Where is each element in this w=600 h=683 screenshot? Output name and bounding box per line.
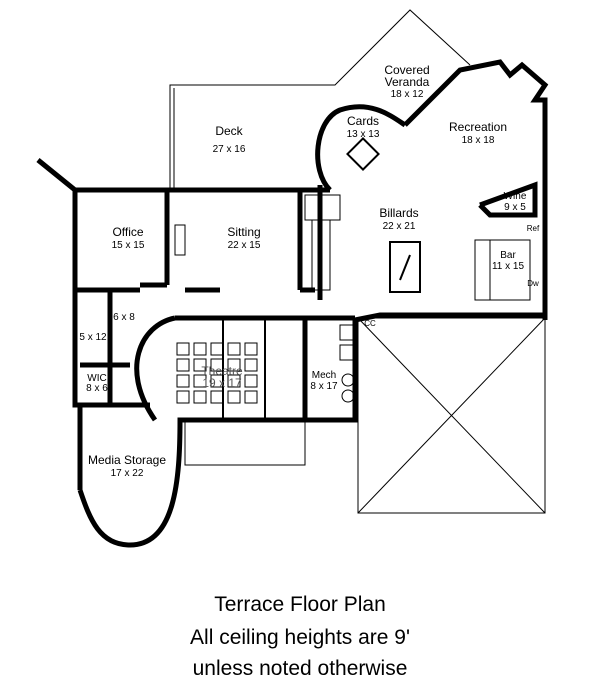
theatre-seat [193,390,207,404]
dw-label: Dw [527,279,539,288]
cards-name: Cards [347,114,379,128]
theatre-seat [176,358,190,372]
wic-name: WIC [87,373,106,384]
billards-name: Billards [379,206,418,220]
media-storage-name: Media Storage [88,453,166,467]
theatre-size: 19 x 17 [202,376,242,390]
theatre-seat [176,390,190,404]
wine-size: 9 x 5 [504,202,526,213]
theatre-seat [176,374,190,388]
card-table [346,137,380,171]
mech-size: 8 x 17 [310,381,338,392]
ref-label: Ref [527,224,540,233]
theatre-seat [210,342,224,356]
bath-size: 5 x 12 [79,332,107,343]
theatre-seat [176,342,190,356]
bar-name: Bar [500,250,516,261]
theatre-seat [244,374,258,388]
theatre-seat [193,358,207,372]
cc-label: CC [364,319,376,328]
theatre-seat [244,342,258,356]
theatre-seat [227,390,241,404]
furniture [174,137,531,404]
recreation-name: Recreation [449,120,507,134]
sitting-name: Sitting [227,225,260,239]
theatre-name: Theatre [201,364,243,378]
theatre-seat [227,374,241,388]
room-labels: Covered 18 x 12 Veranda Deck 27 x 16 Car… [79,63,540,479]
theatre-seat [193,342,207,356]
media-storage-size: 17 x 22 [111,468,144,479]
bar-size: 11 x 15 [492,261,524,272]
theatre-seat [227,358,241,372]
deck-outline [169,9,471,190]
patio-outline [184,419,306,466]
interior-walls [75,185,355,422]
wine-name: Wine [504,191,527,202]
cards-size: 13 x 13 [347,129,380,140]
theatre-seat [210,390,224,404]
caption-line-3: unless noted otherwise [192,657,408,680]
recreation-size: 18 x 18 [462,135,495,146]
fireplace [174,224,186,256]
theatre-seat [244,358,258,372]
deck-size: 27 x 16 [213,144,246,155]
covered-area [357,317,546,514]
veranda-name: Covered [384,63,429,77]
office-name: Office [112,225,143,239]
caption-title: Terrace Floor Plan [214,593,386,616]
billards-size: 22 x 21 [383,221,416,232]
theatre-seat [210,374,224,388]
caption-line-2: All ceiling heights are 9' [190,626,410,649]
sitting-size: 22 x 15 [228,240,261,251]
theatre-seat [244,390,258,404]
exterior-walls [36,59,549,548]
veranda-name-2: Veranda [385,75,430,89]
deck-name: Deck [215,124,243,138]
closet-size: 6 x 8 [113,312,135,323]
office-size: 15 x 15 [112,240,145,251]
wic-size: 8 x 6 [86,383,108,394]
theatre-seat [227,342,241,356]
veranda-size: 18 x 12 [391,89,424,100]
theatre-seat [210,358,224,372]
theatre-seat [193,374,207,388]
mech-name: Mech [312,370,336,381]
pool-table [389,241,421,293]
theatre-seats [176,342,258,404]
